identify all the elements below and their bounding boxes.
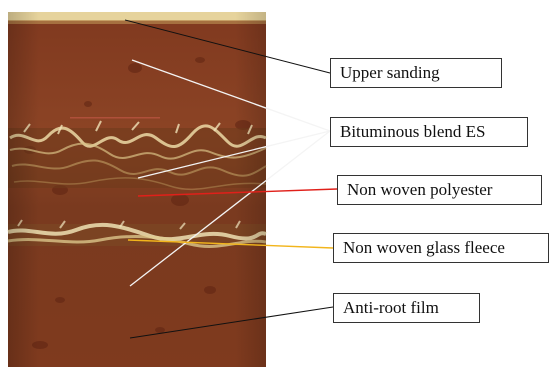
label-bituminous-blend: Bituminous blend ES: [330, 117, 528, 147]
label-anti-root-film: Anti-root film: [333, 293, 480, 323]
label-upper-sanding: Upper sanding: [330, 58, 502, 88]
label-non-woven-glass-fleece: Non woven glass fleece: [333, 233, 549, 263]
specimen-micrograph: [8, 12, 266, 367]
label-non-woven-polyester: Non woven polyester: [337, 175, 542, 205]
